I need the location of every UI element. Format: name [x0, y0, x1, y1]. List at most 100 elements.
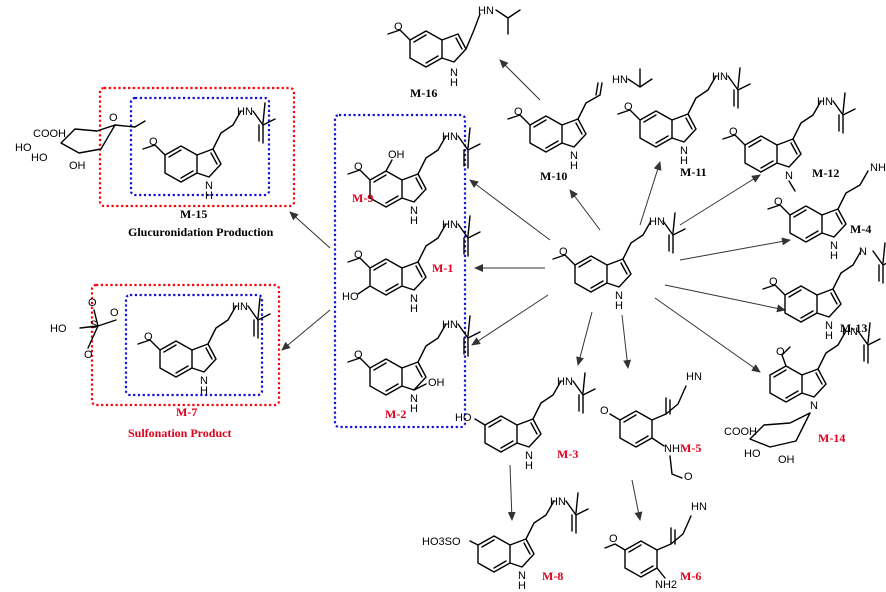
m2-structure: O OH HN N H [347, 315, 481, 415]
m15-label: M-15 [180, 207, 207, 221]
svg-text:O: O [776, 346, 785, 358]
svg-text:N: N [200, 375, 208, 387]
m2-label: M-2 [385, 407, 406, 421]
svg-text:O: O [600, 405, 609, 417]
svg-text:HN: HN [442, 219, 458, 231]
svg-text:HN: HN [817, 96, 833, 108]
svg-text:HN: HN [237, 106, 253, 118]
svg-text:O: O [729, 126, 738, 138]
m14-ho: HO [744, 448, 761, 460]
svg-text:H: H [830, 250, 838, 262]
m10-label: M-10 [540, 169, 567, 183]
m6-nh2: NH2 [655, 579, 677, 591]
m10-structure: O HN N H [507, 68, 653, 172]
m11-label: M-11 [680, 165, 707, 179]
svg-text:O: O [109, 112, 118, 124]
svg-text:O: O [559, 246, 568, 258]
svg-text:N: N [825, 320, 833, 332]
m12-structure: O HN N [722, 92, 856, 192]
m4-label: M-4 [850, 222, 871, 236]
sulfonate-box-red [90, 283, 281, 407]
svg-text:H: H [200, 385, 208, 397]
m8-label: M-8 [542, 569, 563, 583]
svg-text:HN: HN [842, 326, 858, 338]
m9-structure: O OH HN N H [347, 127, 481, 227]
m5-structure: O HN NH O [600, 371, 702, 483]
m14-label: M-14 [818, 431, 845, 445]
svg-text:N: N [410, 393, 418, 405]
svg-text:NH: NH [664, 443, 680, 455]
svg-text:HN: HN [712, 71, 728, 83]
svg-text:O: O [769, 276, 778, 288]
svg-text:O: O [624, 101, 633, 113]
svg-text:O: O [774, 196, 783, 208]
m13-structure: O N N H [762, 242, 886, 342]
m8-so3h: HO3SO [422, 536, 461, 548]
svg-text:O: O [110, 307, 119, 319]
m13-label: M-13 [840, 321, 867, 335]
m14-oh: OH [778, 454, 795, 466]
svg-text:N: N [410, 205, 418, 217]
atom-h: H [615, 300, 623, 312]
svg-text:HO: HO [455, 412, 472, 424]
svg-text:HN: HN [442, 319, 458, 331]
svg-text:HO: HO [15, 142, 32, 154]
svg-text:HO: HO [31, 152, 48, 164]
svg-text:O: O [354, 249, 363, 261]
svg-text:O: O [84, 349, 93, 361]
m16-structure: O HN N H [387, 5, 521, 89]
m14-cooh: COOH [724, 426, 757, 438]
svg-text:H: H [570, 160, 578, 172]
svg-text:N: N [810, 400, 818, 412]
svg-text:HN: HN [691, 501, 707, 513]
m11-structure: O HN N H [617, 67, 751, 167]
svg-text:HN: HN [232, 301, 248, 313]
svg-text:H: H [205, 190, 213, 202]
svg-text:N: N [518, 570, 526, 582]
glucuronidation-caption: Glucuronidation Production [128, 225, 274, 239]
m12-label: M-12 [812, 166, 839, 180]
svg-text:O: O [354, 161, 363, 173]
svg-text:H: H [410, 403, 418, 415]
svg-text:OH: OH [69, 160, 86, 172]
sulfonate-box-blue [124, 293, 264, 397]
m4-nh2: NH2 [870, 162, 886, 174]
svg-text:O: O [684, 471, 693, 483]
m7-structure: O HN N H O S HO O O [50, 297, 271, 397]
svg-text:O: O [514, 106, 523, 118]
svg-text:H: H [518, 580, 526, 592]
hydroxylation-box-blue [333, 113, 467, 429]
svg-text:N: N [830, 240, 838, 252]
svg-text:O: O [149, 136, 158, 148]
svg-text:OH: OH [388, 149, 405, 161]
m5-label: M-5 [680, 441, 701, 455]
glucuronide-box-red [98, 86, 296, 208]
svg-text:O: O [354, 349, 363, 361]
svg-text:H: H [410, 215, 418, 227]
m8-structure: HO3SO HN N H [422, 492, 589, 592]
svg-text:H: H [680, 155, 688, 167]
m7-s: S [90, 319, 97, 331]
m16-label: M-16 [410, 86, 437, 100]
svg-text:N: N [785, 170, 793, 182]
m7-ho: HO [50, 323, 67, 335]
m9-label: M-9 [352, 191, 373, 205]
svg-text:N: N [680, 145, 688, 157]
svg-text:H: H [825, 330, 833, 342]
svg-text:HN: HN [612, 74, 628, 86]
svg-text:O: O [88, 297, 97, 309]
m1-structure: O HO HN N H [342, 215, 481, 315]
svg-text:N: N [859, 246, 867, 258]
svg-text:N: N [410, 293, 418, 305]
svg-text:HN: HN [442, 131, 458, 143]
svg-text:N: N [450, 67, 458, 79]
m3-structure: HO HN N H [455, 372, 596, 472]
svg-text:HN: HN [550, 496, 566, 508]
m4-structure: O NH2 N H [767, 162, 886, 262]
m6-label: M-6 [680, 569, 701, 583]
m14-structure: O HN N COOH HO OH [724, 322, 881, 466]
m15-structure: O HN N H O COOH HO HO OH [15, 102, 276, 202]
svg-text:H: H [410, 303, 418, 315]
